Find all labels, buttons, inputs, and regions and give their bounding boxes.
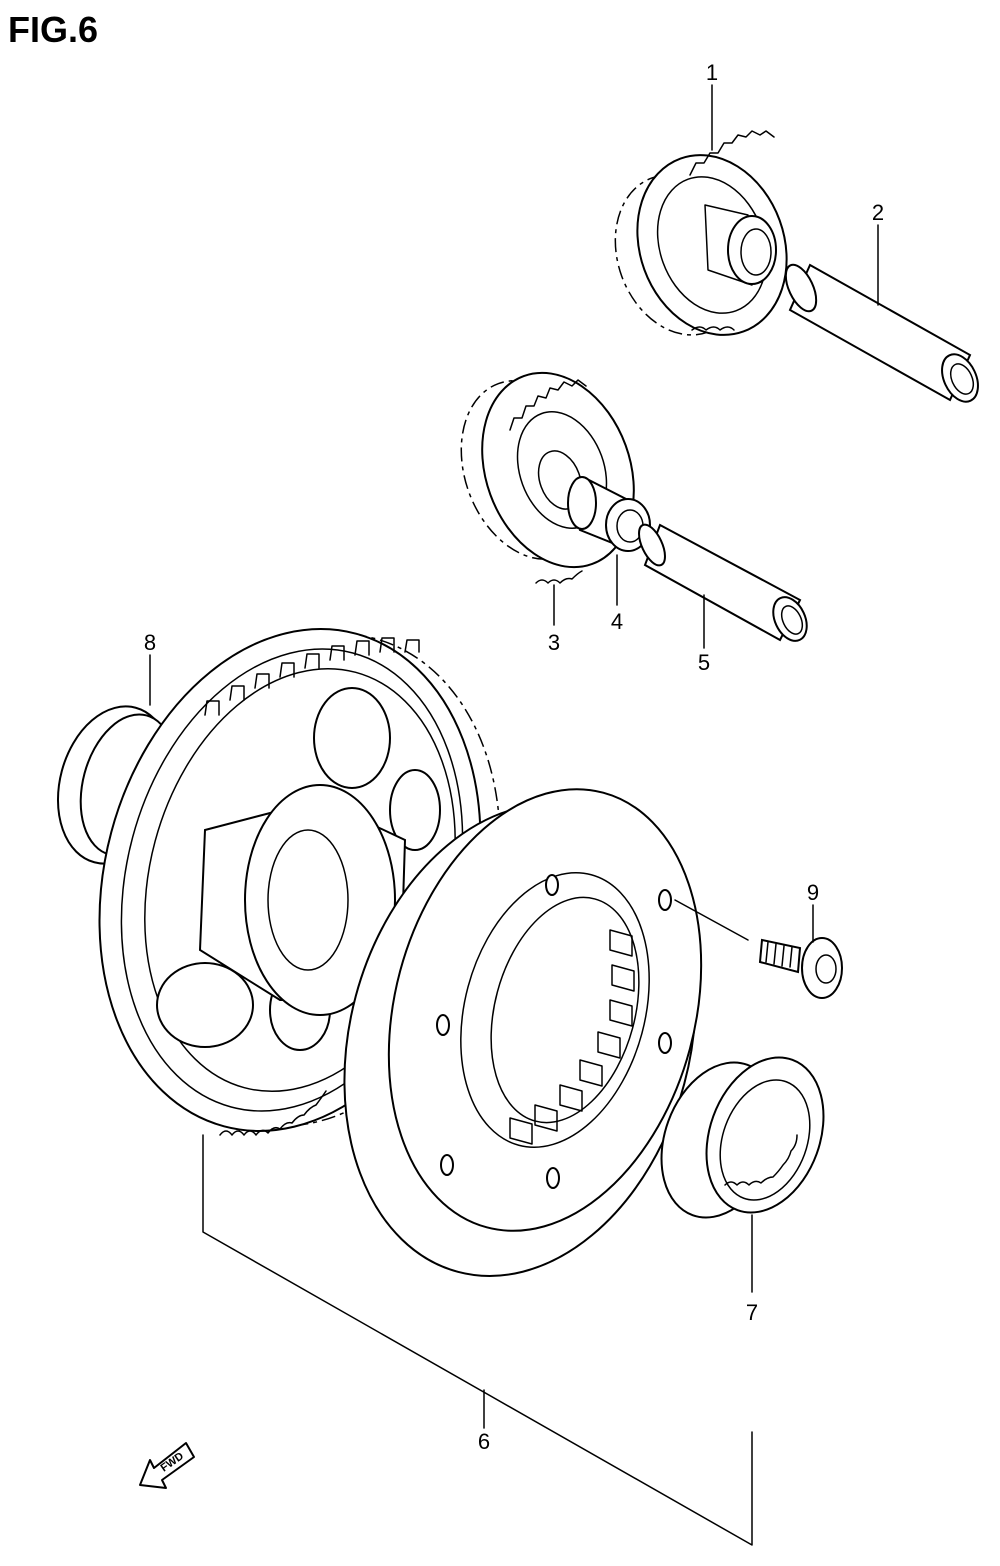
callout-8: 8: [144, 630, 156, 655]
part-7-bearing: [660, 1056, 825, 1219]
callout-5: 5: [698, 650, 710, 675]
callout-4: 4: [611, 609, 623, 634]
callout-2: 2: [872, 200, 884, 225]
part-9-bolt: [758, 937, 843, 999]
figure-title: FIG.6: [8, 9, 98, 50]
part-1-idle-gear: [614, 130, 788, 336]
callout-3: 3: [548, 630, 560, 655]
callout-9: 9: [807, 880, 819, 905]
fwd-label: FWD: [159, 1450, 186, 1474]
part-6-starter-clutch-assembly: [98, 628, 703, 1277]
callout-1: 1: [706, 60, 718, 85]
callout-7: 7: [746, 1300, 758, 1325]
leader-lines: [149, 84, 879, 1546]
part-5-shaft: [638, 523, 808, 642]
part-3-idle-gear: [460, 371, 635, 584]
callouts: 1 2 3 4 5 6 7 8 9: [144, 60, 884, 1454]
callout-6: 6: [478, 1429, 490, 1454]
part-2-shaft: [784, 263, 979, 403]
fwd-arrow-icon: FWD: [139, 1442, 195, 1489]
